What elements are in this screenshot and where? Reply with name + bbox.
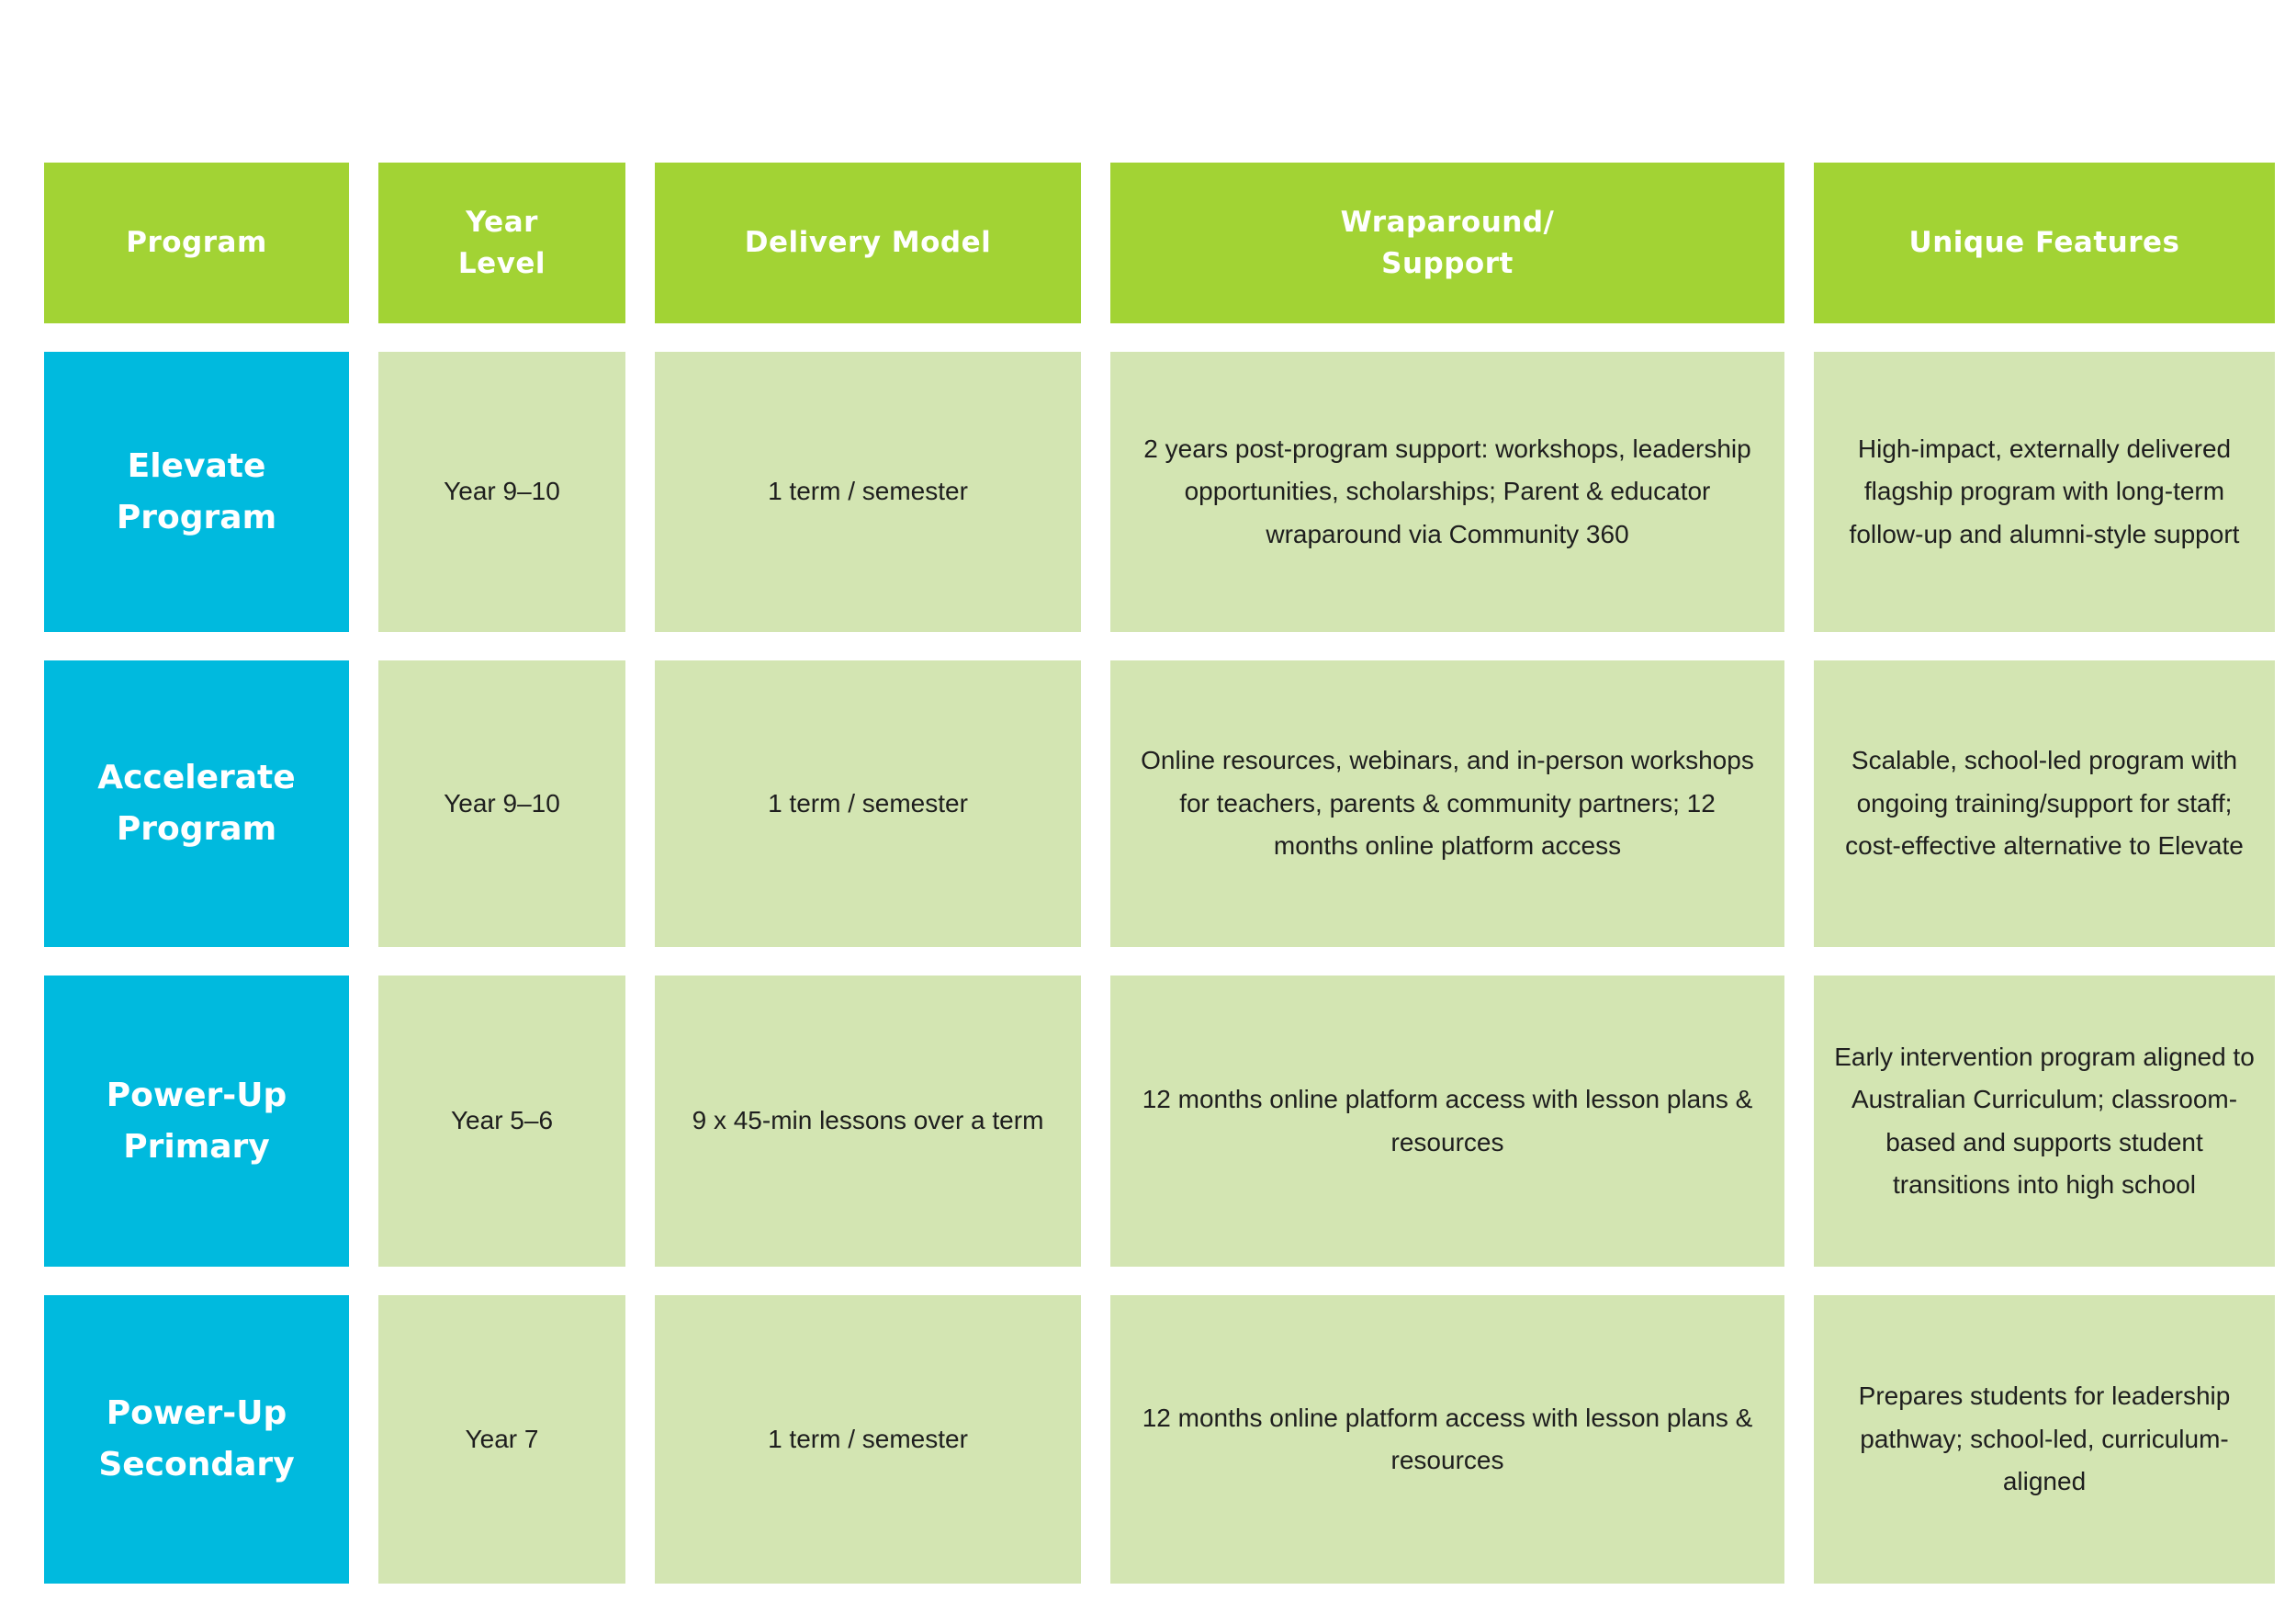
header-label-unique-features: Unique Features (1908, 226, 2180, 260)
program-cell-elevate: Elevate Program (44, 352, 349, 632)
delivery-model-text: 1 term / semester (768, 1424, 968, 1453)
unique-features-text: High-impact, externally delivered flagsh… (1849, 434, 2240, 548)
header-label-delivery-model: Delivery Model (744, 226, 992, 260)
year-level-cell-elevate: Year 9–10 (378, 352, 625, 632)
program-cell-power-up-primary: Power-Up Primary (44, 976, 349, 1267)
year-level-cell-power-up-primary: Year 5–6 (378, 976, 625, 1267)
wraparound-support-text: Online resources, webinars, and in-perso… (1141, 746, 1754, 861)
wraparound-support-cell-accelerate: Online resources, webinars, and in-perso… (1110, 660, 1784, 947)
year-level-text: Year 5–6 (450, 1106, 554, 1135)
unique-features-cell-elevate: High-impact, externally delivered flagsh… (1814, 352, 2275, 632)
delivery-model-cell-power-up-secondary: 1 term / semester (655, 1295, 1081, 1584)
header-label-year-level: Year Level (457, 205, 546, 280)
header-cell-delivery-model: Delivery Model (655, 163, 1081, 323)
year-level-cell-accelerate: Year 9–10 (378, 660, 625, 947)
year-level-text: Year 7 (465, 1424, 539, 1453)
unique-features-cell-power-up-secondary: Prepares students for leadership pathway… (1814, 1295, 2275, 1584)
program-name-power-up-secondary: Power-Up Secondary (98, 1394, 295, 1483)
wraparound-support-text: 2 years post-program support: workshops,… (1143, 434, 1751, 548)
header-cell-program: Program (44, 163, 349, 323)
program-cell-accelerate: Accelerate Program (44, 660, 349, 947)
program-name-power-up-primary: Power-Up Primary (106, 1076, 287, 1166)
header-label-wraparound-support: Wraparound/ Support (1340, 205, 1555, 280)
year-level-text: Year 9–10 (444, 477, 560, 506)
delivery-model-text: 1 term / semester (768, 788, 968, 818)
program-name-accelerate: Accelerate Program (97, 759, 296, 848)
program-cell-power-up-secondary: Power-Up Secondary (44, 1295, 349, 1584)
year-level-text: Year 9–10 (444, 788, 560, 818)
unique-features-cell-power-up-primary: Early intervention program aligned to Au… (1814, 976, 2275, 1267)
wraparound-support-cell-elevate: 2 years post-program support: workshops,… (1110, 352, 1784, 632)
delivery-model-cell-elevate: 1 term / semester (655, 352, 1081, 632)
programs-comparison-table: Program Year Level Delivery Model Wrapar… (44, 163, 2275, 1584)
wraparound-support-cell-power-up-primary: 12 months online platform access with le… (1110, 976, 1784, 1267)
header-label-program: Program (126, 226, 267, 260)
unique-features-text: Prepares students for leadership pathway… (1858, 1382, 2231, 1496)
delivery-model-cell-power-up-primary: 9 x 45-min lessons over a term (655, 976, 1081, 1267)
unique-features-text: Scalable, school-led program with ongoin… (1845, 746, 2244, 861)
delivery-model-text: 1 term / semester (768, 477, 968, 506)
header-cell-year-level: Year Level (378, 163, 625, 323)
header-cell-unique-features: Unique Features (1814, 163, 2275, 323)
wraparound-support-text: 12 months online platform access with le… (1142, 1085, 1753, 1156)
wraparound-support-cell-power-up-secondary: 12 months online platform access with le… (1110, 1295, 1784, 1584)
delivery-model-text: 9 x 45-min lessons over a term (692, 1106, 1044, 1135)
unique-features-text: Early intervention program aligned to Au… (1834, 1042, 2255, 1199)
delivery-model-cell-accelerate: 1 term / semester (655, 660, 1081, 947)
program-name-elevate: Elevate Program (116, 446, 277, 536)
year-level-cell-power-up-secondary: Year 7 (378, 1295, 625, 1584)
unique-features-cell-accelerate: Scalable, school-led program with ongoin… (1814, 660, 2275, 947)
header-cell-wraparound-support: Wraparound/ Support (1110, 163, 1784, 323)
wraparound-support-text: 12 months online platform access with le… (1142, 1403, 1753, 1474)
